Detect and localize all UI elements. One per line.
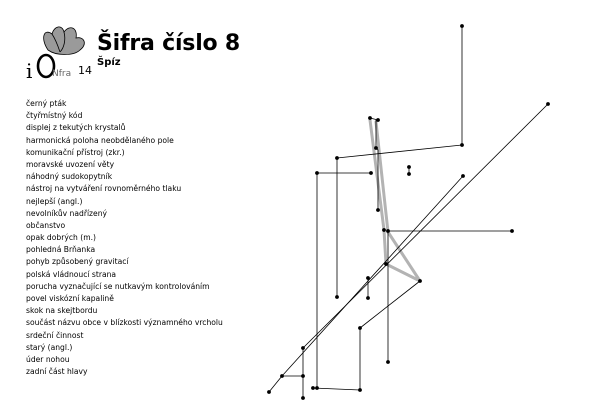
clue-list: černý pták čtyřmístný kód displej z tekutý… xyxy=(26,98,223,378)
diagram-node xyxy=(315,171,319,175)
clue-item: komunikační přístroj (zkr.) xyxy=(26,147,125,157)
clue-item: skok na skejtbordu xyxy=(26,306,98,316)
diagram-node xyxy=(418,279,422,283)
diagram-node xyxy=(407,172,411,176)
svg-text:i: i xyxy=(26,59,32,83)
diagram-node xyxy=(366,296,370,300)
svg-text:14: 14 xyxy=(78,64,92,77)
clue-item: úder nohou xyxy=(26,354,70,364)
diagram-segment xyxy=(336,144,463,159)
diagram-node xyxy=(335,295,339,299)
diagram-node xyxy=(384,262,388,266)
clue-item: opak dobrých (m.) xyxy=(26,233,96,243)
diagram-node xyxy=(461,174,465,178)
diagram-node xyxy=(335,156,339,160)
diagram-segment xyxy=(281,175,464,377)
diagram-node xyxy=(386,360,390,364)
diagram-node xyxy=(366,276,370,280)
clue-item: nástroj na vytváření rovnoměrného tlaku xyxy=(26,184,182,194)
clue-item: černý pták xyxy=(26,99,67,108)
clue-item: porucha vyznačující se nutkavým kontrolo… xyxy=(26,281,210,291)
clue-item: náhodný sudokopytník xyxy=(26,172,113,182)
diagram-segment xyxy=(268,375,283,393)
clue-item: pohledná Brňanka xyxy=(26,245,96,255)
diagram-node xyxy=(301,374,305,378)
diagram-segment xyxy=(302,103,549,349)
puzzle-title: Šifra číslo 8 xyxy=(97,31,241,56)
diagram-node xyxy=(315,386,319,390)
logo-emblem: i Nfra 14 xyxy=(26,26,92,83)
diagram-node xyxy=(301,396,305,400)
puzzle-subtitle: Špíz xyxy=(97,57,121,68)
diagram-node xyxy=(460,24,464,28)
diagram-node xyxy=(358,388,362,392)
highlight-segment xyxy=(384,262,422,283)
diagram-node xyxy=(376,118,380,122)
clue-item: součást názvu obce v blízkosti významnéh… xyxy=(26,318,223,328)
svg-text:Nfra: Nfra xyxy=(52,69,71,79)
diagram-node xyxy=(358,326,362,330)
clue-item: povel viskózní kapalině xyxy=(26,294,114,303)
clue-item: srdeční činnost xyxy=(26,330,84,340)
highlight-segment xyxy=(374,120,390,234)
clue-item: harmonická poloha neobdělaného pole xyxy=(26,135,174,145)
diagram-node xyxy=(267,390,271,394)
clue-item: starý (angl.) xyxy=(26,342,73,352)
diagram-node xyxy=(407,165,411,169)
clue-item: nejlepší (angl.) xyxy=(26,196,83,206)
diagram-node xyxy=(369,171,373,175)
clue-item: polská vládnoucí strana xyxy=(26,269,117,279)
clue-item: občanstvo xyxy=(26,220,66,230)
diagram-node xyxy=(546,102,550,106)
diagram-node xyxy=(280,374,284,378)
highlight-segment xyxy=(368,118,386,232)
clue-item: čtyřmístný kód xyxy=(26,111,83,121)
clue-item: moravské uvození věty xyxy=(26,159,115,169)
highlight-segment xyxy=(386,230,422,283)
highlight-segment xyxy=(382,228,388,266)
diagram-node xyxy=(368,116,372,120)
diagram-node xyxy=(374,146,378,150)
diagram-node xyxy=(460,143,464,147)
logo: i Nfra 14 xyxy=(20,20,98,90)
clue-item: pohyb způsobený gravitací xyxy=(26,257,129,267)
diagram-node xyxy=(311,386,315,390)
diagram-node xyxy=(376,208,380,212)
diagram-node xyxy=(510,229,514,233)
diagram-node xyxy=(382,228,386,232)
diagram-node xyxy=(301,346,305,350)
diagram-node xyxy=(386,229,390,233)
clue-item: zadní část hlavy xyxy=(26,367,88,377)
clue-item: displej z tekutých krystalů xyxy=(26,123,126,133)
diagram-segment xyxy=(312,387,361,391)
clue-item: nevolníkův nadřízený xyxy=(26,208,108,218)
diagram-segment xyxy=(359,280,421,329)
